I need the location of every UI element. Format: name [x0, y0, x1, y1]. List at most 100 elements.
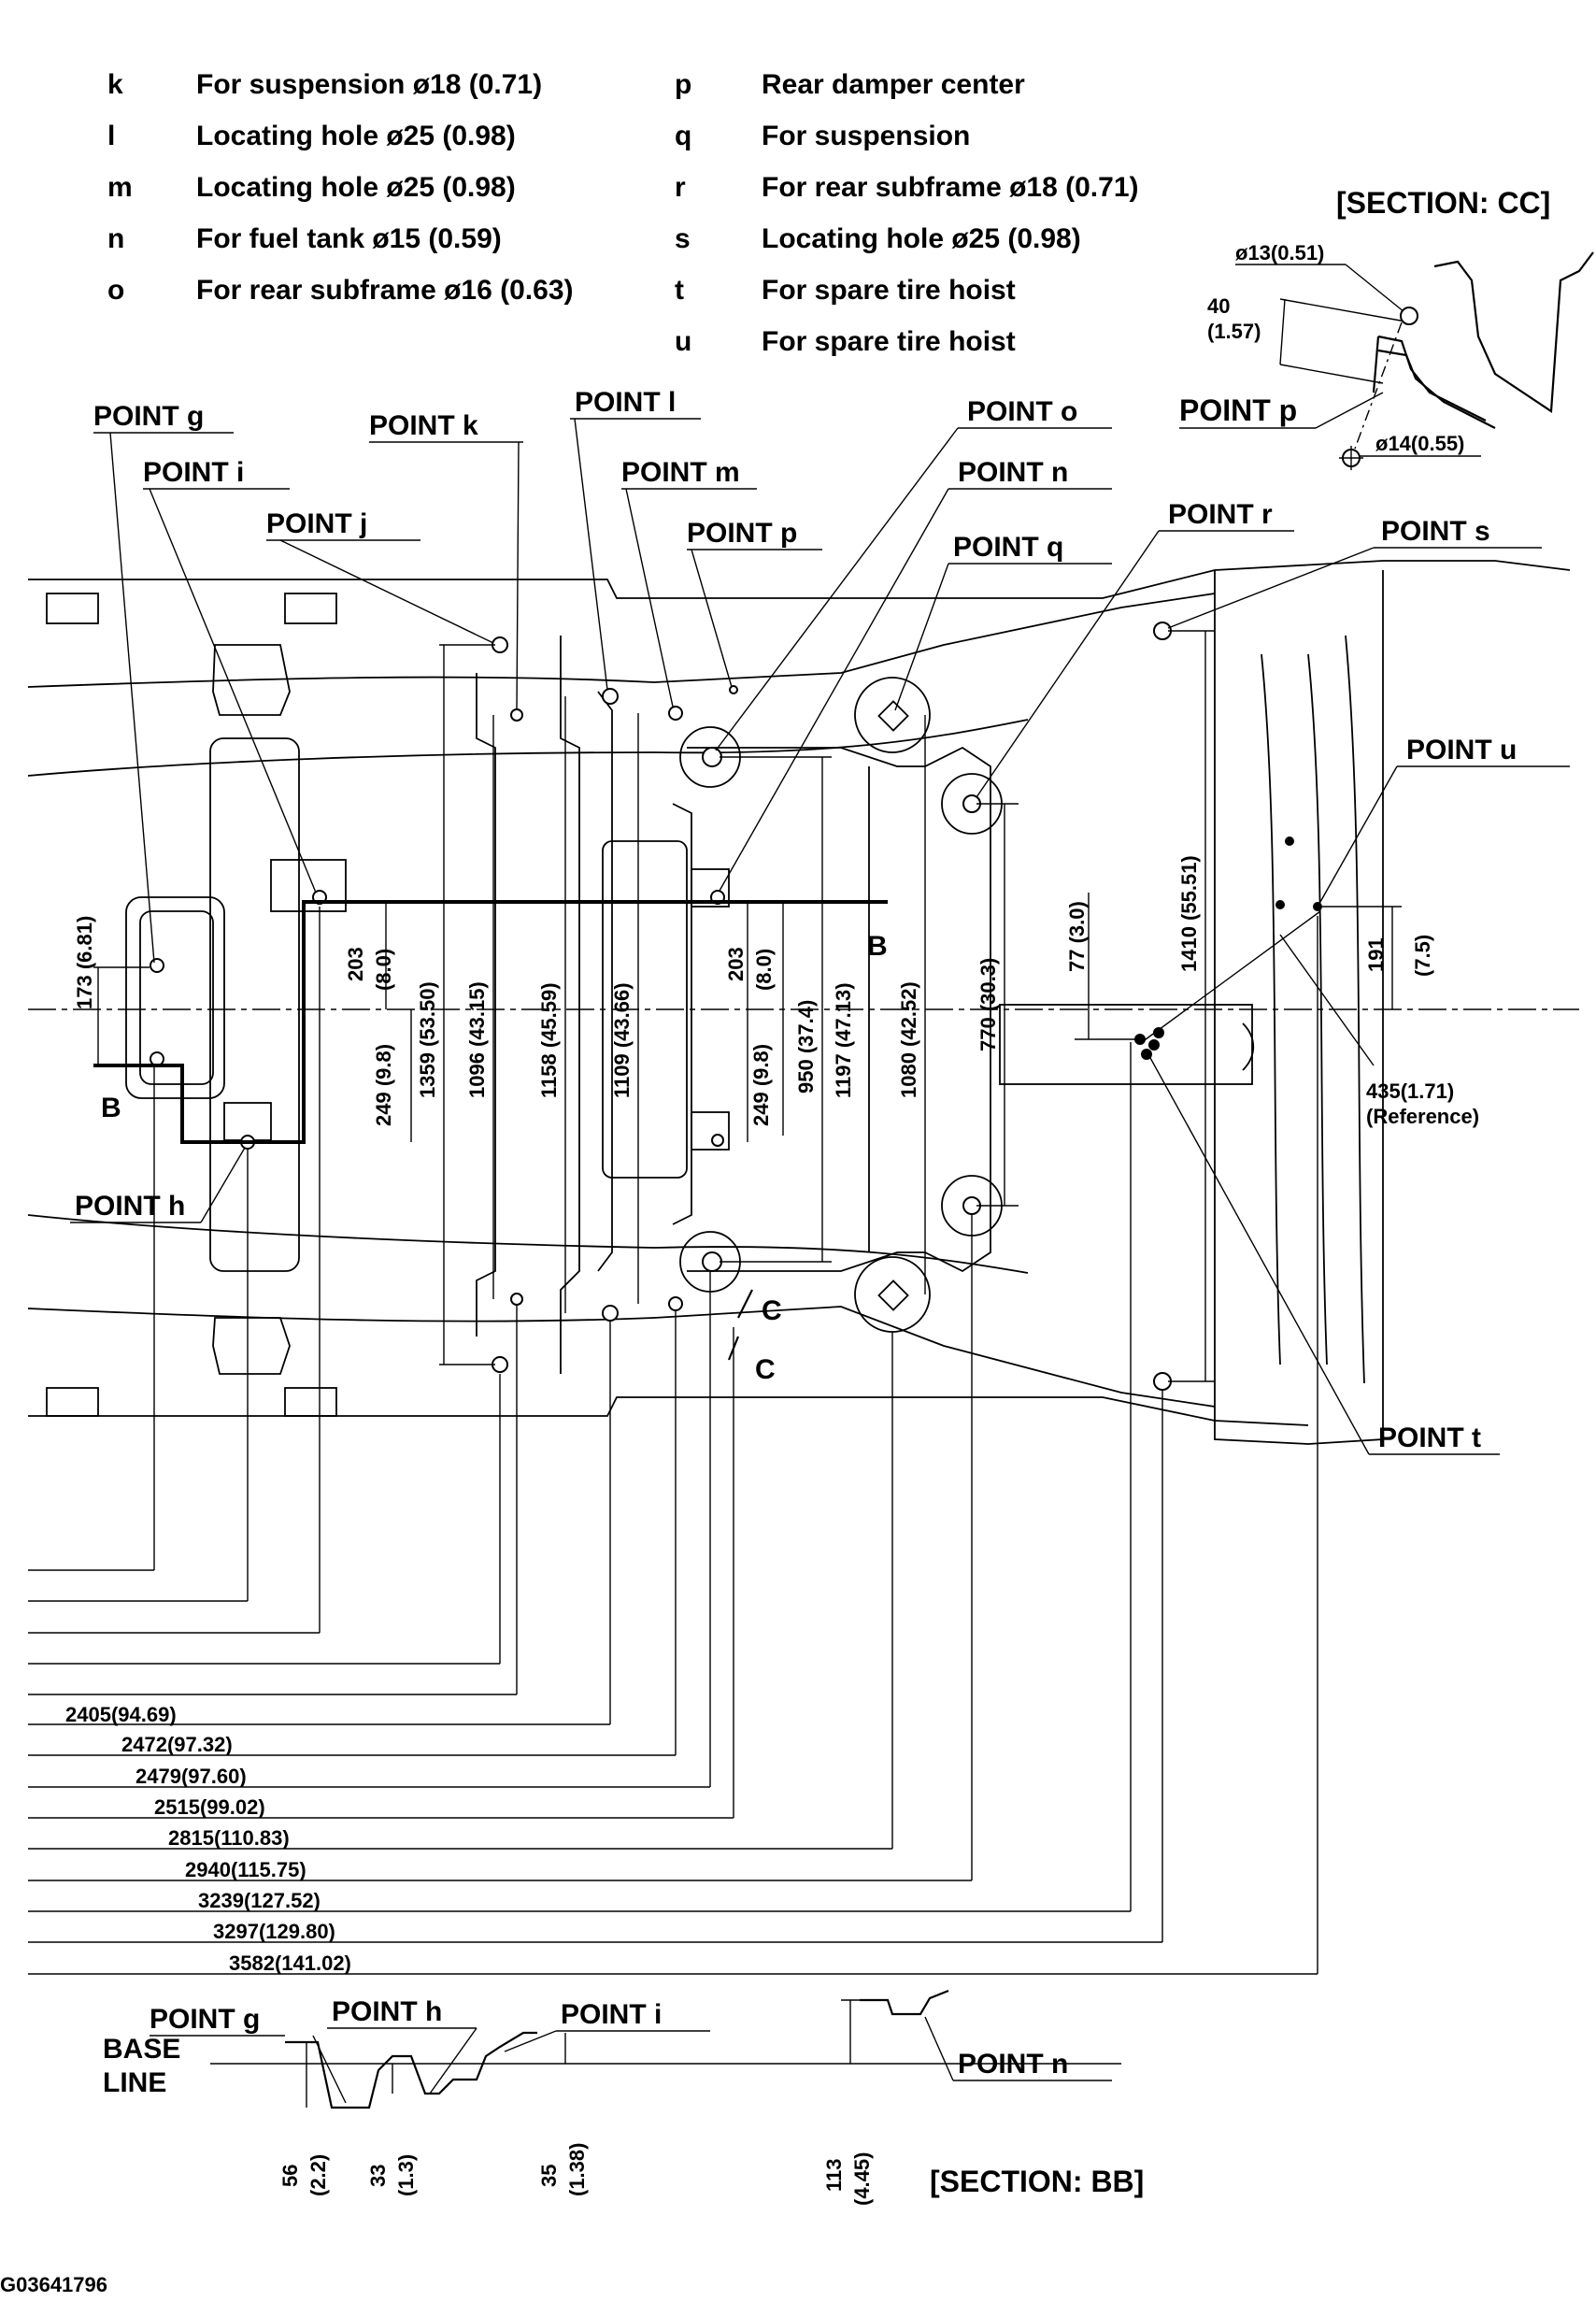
legend-key-k: k [107, 69, 123, 100]
hdim-3239: 3239(127.52) [198, 1889, 321, 1912]
panel-outline [1433, 251, 1594, 413]
legend-text-p: Rear damper center [762, 69, 1025, 100]
frame-drawing [27, 560, 1579, 1445]
legend-key-q: q [675, 121, 691, 151]
frame-plate [672, 803, 692, 1225]
spare-pocket-outer [125, 896, 225, 1099]
frame-slot [46, 593, 99, 624]
hole-p [729, 685, 738, 694]
dim-line [1279, 298, 1286, 365]
panel-outline [1377, 349, 1496, 429]
hole-u [1313, 902, 1322, 911]
legend-key-l: l [107, 121, 115, 151]
hole-l-top [602, 688, 619, 705]
section-cc-dia-top: ø13(0.51) [1235, 241, 1324, 264]
mark-dot [1275, 900, 1285, 909]
panel-outline [1377, 335, 1487, 422]
damper-mount-bottom [854, 1256, 931, 1333]
rear-subframe [687, 746, 991, 1273]
label-point-r: POINT r [1168, 499, 1273, 530]
section-c-cut [737, 1289, 753, 1319]
hole-o-bottom [702, 1251, 722, 1272]
dim-1359: 1359 (53.50) [416, 981, 439, 1098]
label-point-u: POINT u [1406, 735, 1517, 765]
label-point-q: POINT q [953, 532, 1063, 563]
bb-dim-113: 113 [822, 2159, 846, 2193]
legend-text-o: For rear subframe ø16 (0.63) [196, 275, 574, 306]
frame-rail-top-inner [27, 593, 1216, 688]
dim-77: 77 (3.0) [1065, 901, 1089, 972]
section-cc-dia-bottom: ø14(0.55) [1375, 432, 1464, 455]
frame-bracket [212, 644, 291, 716]
leader-line [574, 418, 608, 691]
legend-text-k: For suspension ø18 (0.71) [196, 69, 542, 100]
section-bb-point-g: POINT g [150, 2004, 260, 2035]
section-bb-base-1: BASE [103, 2034, 180, 2065]
hdim-2405: 2405(94.69) [65, 1703, 177, 1726]
spare-tire-plate [999, 1004, 1253, 1085]
hdim-2472: 2472(97.32) [121, 1733, 233, 1756]
dim-950: 950 (37.4) [794, 1000, 818, 1094]
leader-line [976, 530, 1160, 798]
frame-rail-top [28, 560, 1571, 599]
leader-line [1167, 547, 1375, 629]
label-point-l: POINT l [575, 387, 676, 418]
hole-g2 [150, 1051, 164, 1066]
bb-dim-33-in: (1.3) [394, 2154, 418, 2196]
hdim-2940: 2940(115.75) [185, 1858, 306, 1881]
hole-p-top [1400, 307, 1418, 325]
legend-key-u: u [675, 326, 691, 357]
section-cc: [SECTION: CC] ø13(0.51) 40 (1.57) POINT … [1179, 186, 1594, 470]
legend-text-m: Locating hole ø25 (0.98) [196, 172, 516, 203]
dim-1410: 1410 (55.51) [1177, 855, 1201, 972]
dim-1158: 1158 (45.59) [537, 982, 561, 1098]
leader-line [279, 539, 494, 644]
section-bb-point-n: POINT n [958, 2049, 1068, 2080]
dim-173: 173 (6.81) [73, 916, 96, 1009]
frame-slot [46, 1387, 99, 1417]
section-bb-point-h: POINT h [332, 1996, 442, 2027]
hole-g [150, 958, 164, 973]
section-c-mark-top: C [762, 1295, 782, 1326]
leader-line [924, 2016, 954, 2081]
bracket-n [691, 868, 730, 908]
legend: k For suspension ø18 (0.71) l Locating h… [107, 69, 1139, 357]
bb-dim-113-in: (4.45) [850, 2152, 874, 2206]
dim-191-in: (7.5) [1411, 935, 1434, 977]
leader-line [1279, 934, 1375, 1066]
dim-249b: 249 (9.8) [749, 1044, 773, 1126]
leader-line [715, 427, 959, 751]
leader-line [719, 488, 949, 892]
legend-key-t: t [675, 275, 684, 306]
frame-bracket [212, 1317, 291, 1375]
dim-1197: 1197 (47.13) [832, 982, 855, 1098]
damper-mount-top [854, 677, 931, 753]
frame-rail-inner-bottom [27, 1214, 1029, 1274]
legend-key-r: r [675, 172, 686, 203]
frame-rail-bottom [28, 1396, 1309, 1426]
section-b-mark-left: B [101, 1093, 121, 1123]
figure-id: G03641796 [0, 2273, 107, 2296]
leader-line [109, 432, 155, 964]
point-labels: POINT g POINT i POINT j POINT k POINT l … [70, 387, 1570, 1455]
cross-member [602, 840, 688, 1179]
dim-435: 435(1.71) [1366, 1079, 1454, 1103]
centerline [1354, 322, 1403, 450]
hdim-3582: 3582(141.02) [229, 1951, 351, 1975]
legend-text-r: For rear subframe ø18 (0.71) [762, 172, 1139, 203]
label-point-t: POINT t [1378, 1422, 1481, 1453]
dim-1109: 1109 (43.66) [610, 982, 634, 1098]
legend-text-t: For spare tire hoist [762, 275, 1016, 306]
dim-203a-in: (8.0) [372, 949, 395, 991]
dim-191: 191 [1364, 937, 1388, 972]
section-bb-profile [285, 2031, 537, 2109]
label-point-p: POINT p [687, 518, 797, 549]
legend-key-s: s [675, 223, 691, 254]
leader-line [1141, 910, 1321, 1043]
hole-n-bottom [711, 1134, 724, 1147]
frame-plate [597, 691, 613, 1272]
section-b-path [93, 900, 888, 1144]
hole-t4 [1153, 1027, 1164, 1038]
rear-panel-curve [1261, 653, 1281, 1365]
leader-line [625, 488, 674, 708]
